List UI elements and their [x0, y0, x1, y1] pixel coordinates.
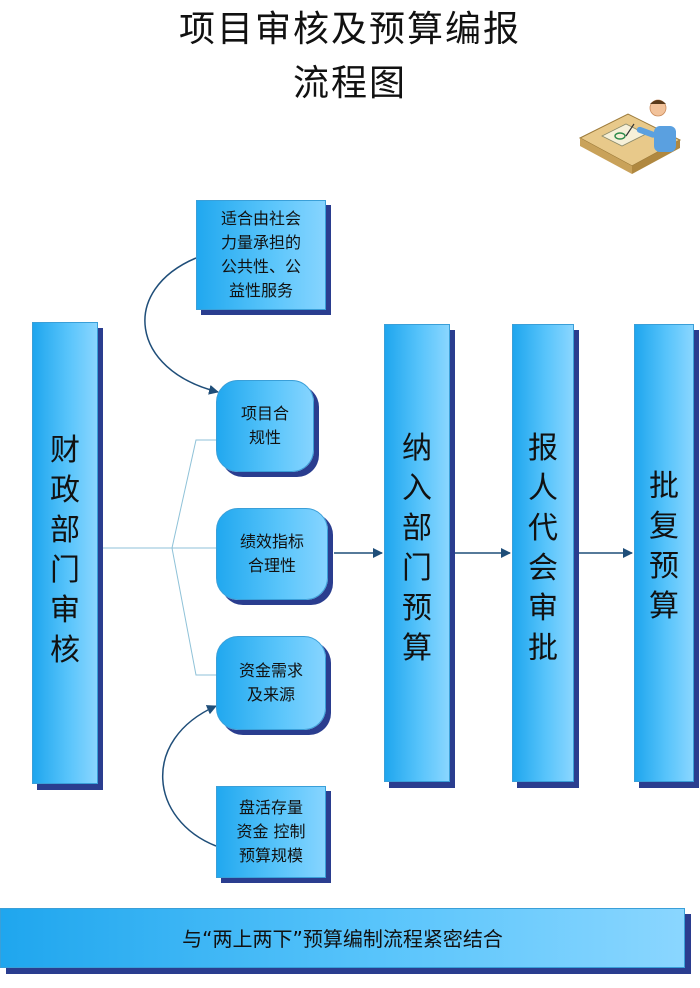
npc-approval-char: 批	[528, 631, 558, 666]
npc-approval-char: 审	[528, 591, 558, 626]
finance-review-node: 财 政 部 门 审 核	[32, 322, 98, 784]
finance-review-char: 审	[50, 593, 80, 628]
npc-approval-char: 报	[528, 431, 558, 466]
include-budget-char: 入	[402, 471, 432, 506]
npc-approval-char: 代	[528, 511, 558, 546]
note-stock-funds-line: 预算规模	[238, 846, 303, 865]
npc-approval-char: 人	[528, 471, 558, 506]
approve-budget-char: 复	[649, 509, 679, 544]
include-budget-char: 纳	[402, 431, 432, 466]
finance-review-char: 财	[50, 433, 80, 468]
include-budget-char: 预	[402, 591, 432, 626]
finance-review-char: 部	[50, 513, 80, 548]
criterion-compliance-line: 规性	[248, 428, 281, 447]
note-stock-funds-line: 资金 控制	[236, 822, 306, 841]
page-title: 项目审核及预算编报	[178, 9, 521, 50]
criterion-performance-line: 合理性	[247, 556, 296, 575]
criterion-compliance-line: 项目合	[240, 404, 289, 423]
person-at-desk-icon	[578, 99, 682, 174]
note-stock-funds-line: 盘活存量	[238, 798, 303, 817]
note-public-service: 适合由社会 力量承担的 公共性、公 益性服务	[196, 200, 326, 310]
npc-approval-node: 报 人 代 会 审 批	[512, 324, 574, 782]
approve-budget-char: 预	[649, 549, 679, 584]
finance-review-char: 政	[50, 473, 80, 508]
finance-review-char: 核	[50, 633, 80, 668]
curve-arrow-stock-funds	[162, 705, 217, 847]
include-budget-char: 门	[402, 551, 432, 586]
criterion-performance: 绩效指标 合理性	[216, 508, 328, 600]
criterion-funding-line: 资金需求	[238, 661, 303, 680]
fan-line-compliance	[171, 439, 218, 549]
criterion-funding-line: 及来源	[246, 685, 295, 704]
criterion-performance-line: 绩效指标	[239, 532, 304, 551]
finance-review-char: 门	[50, 553, 80, 588]
footer-banner: 与“两上两下”预算编制流程紧密结合	[0, 908, 685, 968]
fan-line-funding	[171, 547, 218, 676]
note-stock-funds: 盘活存量 资金 控制 预算规模	[216, 786, 326, 878]
note-public-service-line: 适合由社会	[220, 209, 301, 228]
npc-approval-char: 会	[528, 551, 558, 586]
include-budget-char: 算	[402, 631, 432, 666]
approve-budget-char: 算	[649, 589, 679, 624]
approve-budget-char: 批	[649, 469, 679, 504]
page-subtitle: 流程图	[292, 63, 407, 104]
criterion-funding: 资金需求 及来源	[216, 636, 326, 730]
approve-budget-node: 批 复 预 算	[634, 324, 694, 782]
note-public-service-line: 益性服务	[228, 281, 293, 300]
include-dept-budget-node: 纳 入 部 门 预 算	[384, 324, 450, 782]
note-public-service-line: 力量承担的	[220, 233, 301, 252]
note-public-service-line: 公共性、公	[220, 257, 301, 276]
criterion-compliance: 项目合 规性	[216, 380, 314, 472]
include-budget-char: 部	[402, 511, 432, 546]
